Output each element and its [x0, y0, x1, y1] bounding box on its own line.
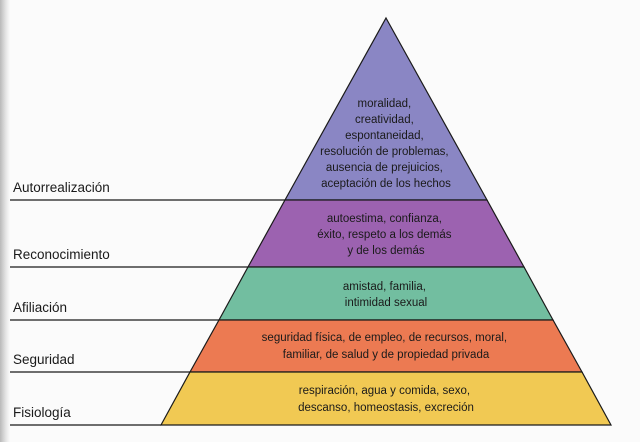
tier-shape-seguridad — [188, 319, 584, 373]
level-label-reconocimiento: Reconocimiento — [13, 247, 110, 262]
tier-line: y de los demás — [347, 245, 425, 257]
tier-text-reconocimiento: autoestima, confianza, éxito, respeto a … — [317, 213, 454, 257]
tier-line: resolución de problemas, — [320, 146, 449, 158]
leader-lines — [10, 199, 285, 426]
tier-afiliacion: amistad, familia, intimidad sexual — [217, 266, 555, 321]
tier-line: seguridad física, de empleo, de recursos… — [262, 332, 507, 344]
tier-text-fisiologia: respiración, agua y comida, sexo, descan… — [298, 385, 474, 414]
tier-line: espontaneidad, — [345, 130, 424, 142]
tier-text-seguridad: seguridad física, de empleo, de recursos… — [262, 332, 511, 361]
tier-line: éxito, respeto a los demás — [317, 229, 451, 241]
tier-reconocimiento: autoestima, confianza, éxito, respeto a … — [246, 199, 526, 268]
tier-line: intimidad sexual — [345, 297, 427, 309]
tier-line: creatividad, — [355, 114, 414, 126]
tier-line: respiración, agua y comida, sexo, — [299, 385, 470, 397]
tier-fisiologia: respiración, agua y comida, sexo, descan… — [159, 371, 613, 426]
tier-text-afiliacion: amistad, familia, intimidad sexual — [343, 281, 429, 309]
tier-seguridad: seguridad física, de empleo, de recursos… — [188, 319, 584, 373]
tier-line: familiar, de salud y de propiedad privad… — [283, 349, 490, 361]
tier-line: ausencia de prejuicios, — [326, 162, 443, 174]
tier-line: aceptación de los hechos — [321, 178, 451, 190]
tier-autorrealizacion: moralidad, creatividad, espontaneidad, r… — [283, 16, 489, 201]
level-label-afiliacion: Afiliación — [13, 300, 67, 315]
level-label-seguridad: Seguridad — [13, 352, 75, 367]
tier-shape-fisiologia — [159, 371, 613, 426]
tier-line: amistad, familia, — [343, 281, 426, 293]
tier-shape-afiliacion — [217, 266, 555, 321]
page-edge-shadow — [0, 0, 10, 442]
tier-text-autorrealizacion: moralidad, creatividad, espontaneidad, r… — [320, 98, 452, 190]
tier-line: descanso, homeostasis, excreción — [298, 402, 474, 414]
level-label-autorrealizacion: Autorrealización — [13, 180, 110, 195]
tier-line: moralidad, — [358, 98, 412, 110]
level-labels: Autorrealización Reconocimiento Afiliaci… — [13, 180, 110, 420]
level-label-fisiologia: Fisiología — [13, 405, 71, 420]
tier-line: autoestima, confianza, — [327, 213, 442, 225]
